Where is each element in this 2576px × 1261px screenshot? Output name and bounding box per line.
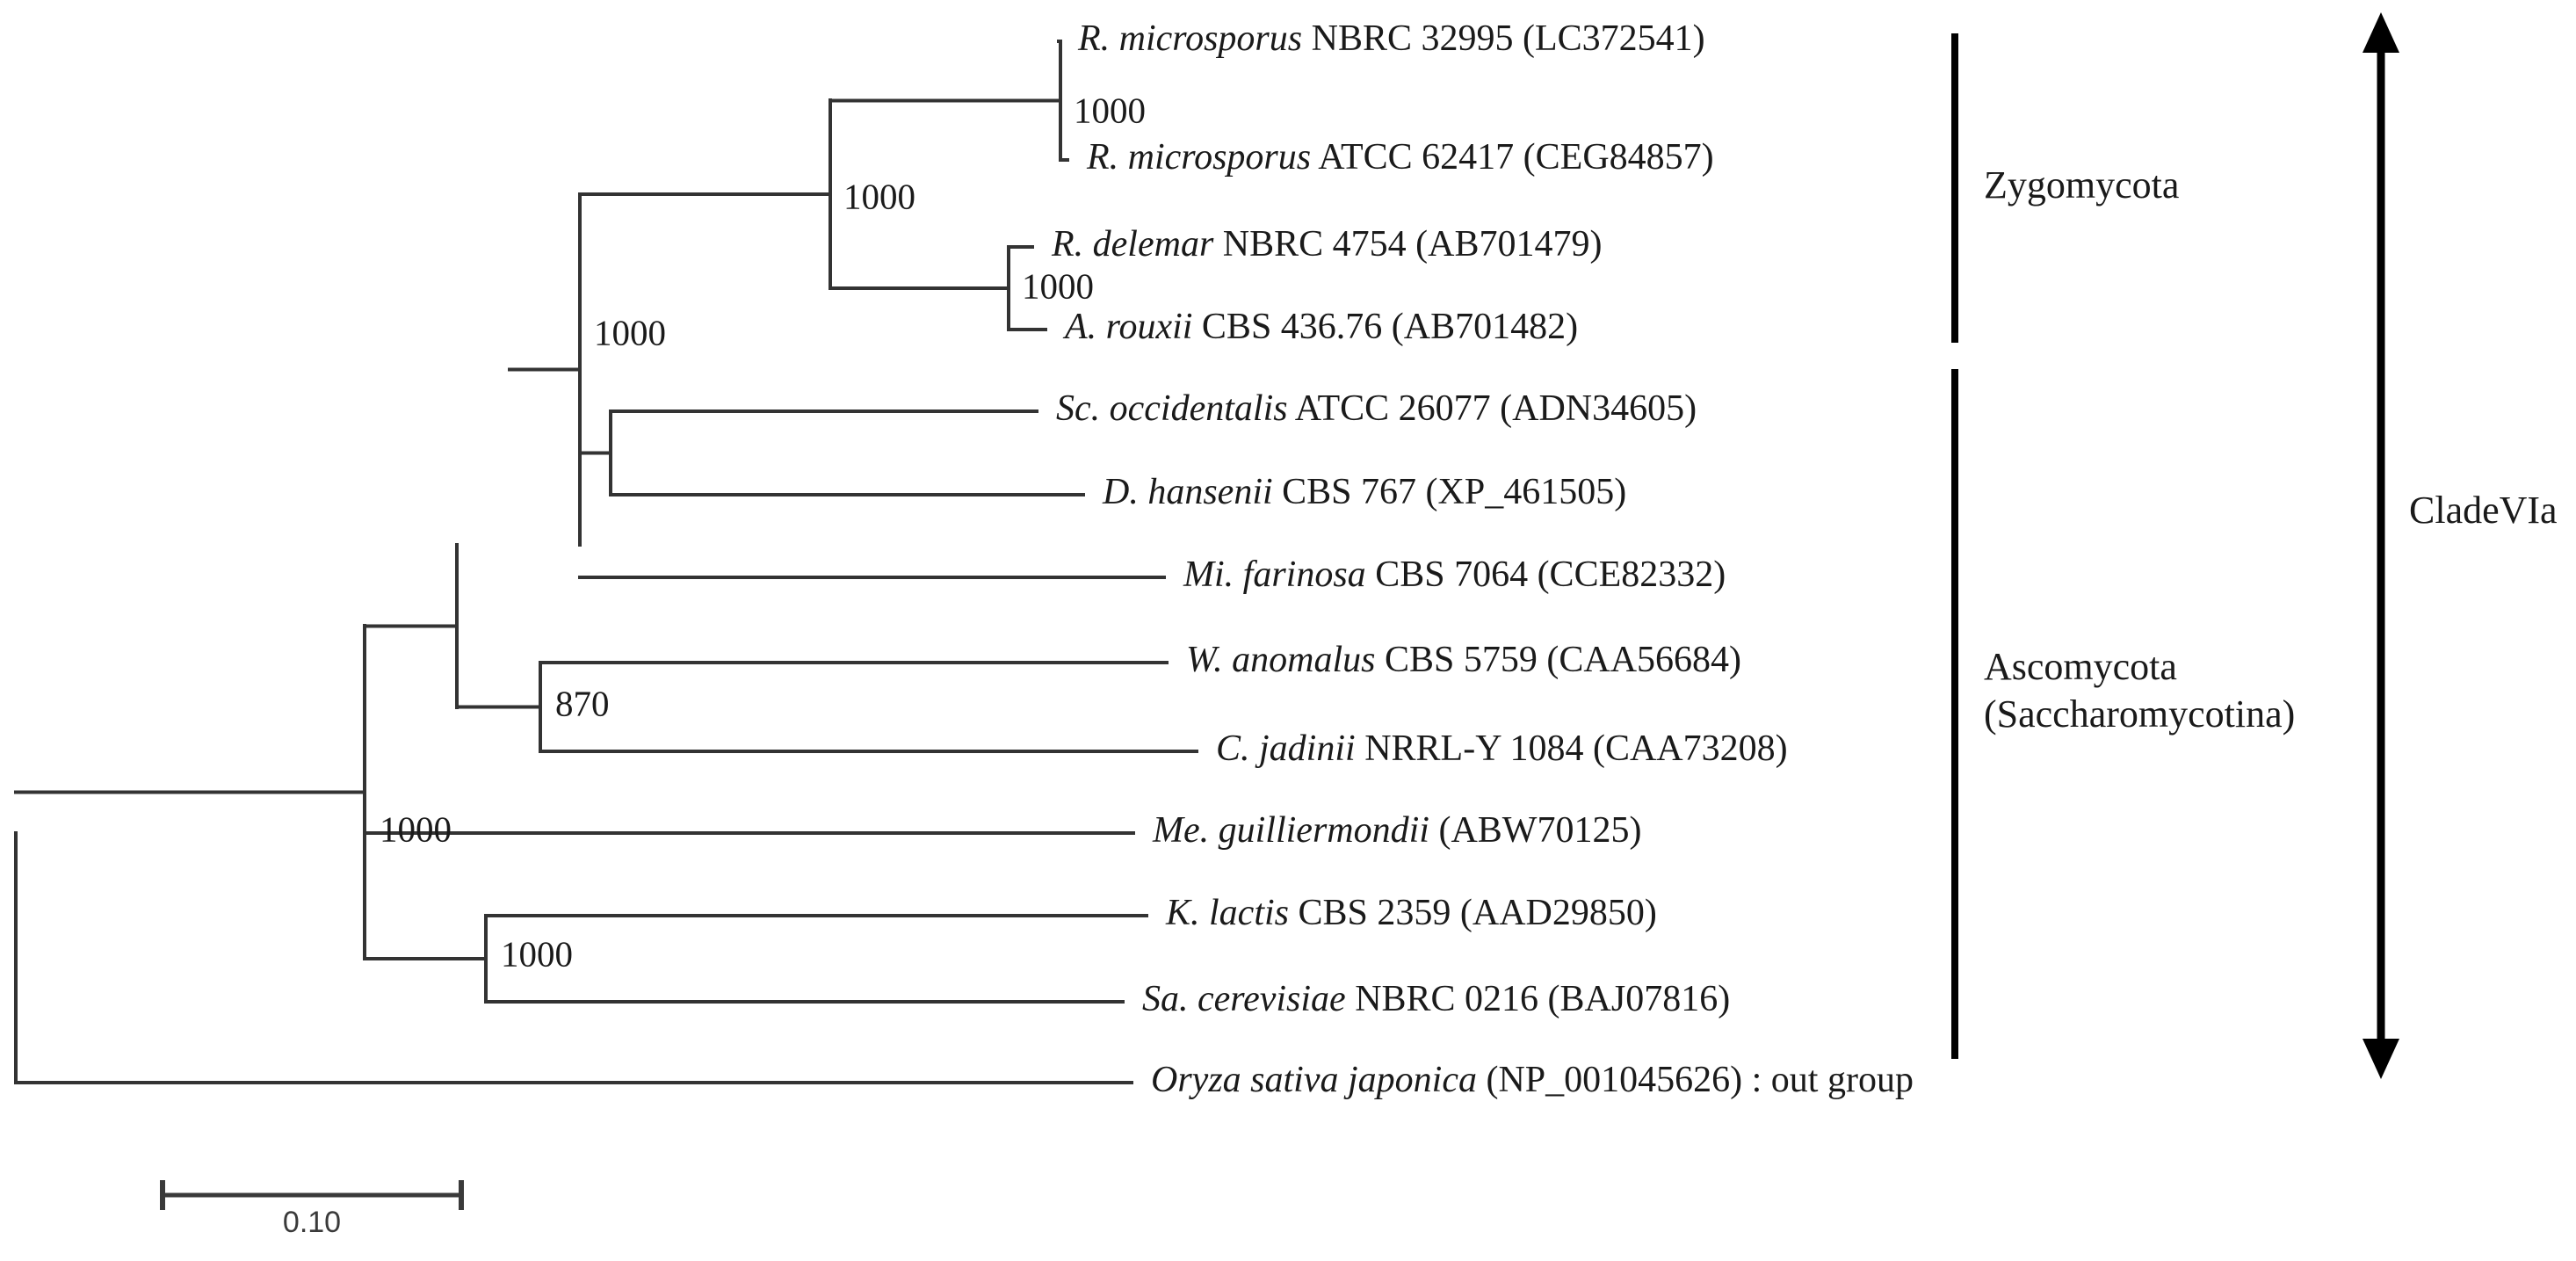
species-name: R. delemar — [1051, 224, 1214, 265]
taxon-label-millerozyma-farinosa-cbs7064: Mi. farinosa CBS 7064 (CCE82332) — [1183, 554, 1726, 595]
strain-accession: CBS 767 (XP_461505) — [1273, 472, 1627, 512]
strain-accession: ATCC 62417 (CEG84857) — [1311, 137, 1714, 178]
taxon-label-cyberlindnera-jadinii-nrrly1084: C. jadinii NRRL-Y 1084 (CAA73208) — [1216, 728, 1788, 769]
species-name: Oryza sativa japonica — [1151, 1060, 1477, 1100]
taxon-label-schwanniomyces-occidentalis-atcc26077: Sc. occidentalis ATCC 26077 (ADN34605) — [1056, 388, 1697, 429]
group-label-line: (Saccharomycotina) — [1984, 692, 2295, 736]
bootstrap-value-node-rmicrosporus: 1000 — [1074, 90, 1146, 130]
bootstrap-value-node-zygo-asco-root: 1000 — [594, 312, 666, 352]
clade-via-label: CladeVIa — [2409, 489, 2558, 532]
strain-accession: ATCC 26077 (ADN34605) — [1288, 388, 1697, 429]
taxon-label-amylomyces-rouxii-cbs436: A. rouxii CBS 436.76 (AB701482) — [1062, 307, 1578, 347]
strain-accession: NRRL-Y 1084 (CAA73208) — [1356, 728, 1788, 769]
scale-bar: 0.10 — [160, 1180, 464, 1239]
clade-arrow-head-down-icon — [2363, 1039, 2399, 1079]
species-name: Mi. farinosa — [1183, 554, 1366, 595]
bootstrap-value-node-zygomycota-core: 1000 — [843, 176, 915, 216]
strain-accession: CBS 2359 (AAD29850) — [1289, 893, 1657, 933]
species-name: Me. guilliermondii — [1152, 810, 1429, 851]
species-name: D. hansenii — [1102, 472, 1273, 512]
group-label-line: Zygomycota — [1984, 163, 2179, 207]
species-name: A. rouxii — [1062, 307, 1192, 347]
taxon-label-saccharomyces-cerevisiae-nbrc0216: Sa. cerevisiae NBRC 0216 (BAJ07816) — [1142, 979, 1730, 1019]
strain-accession: NBRC 0216 (BAJ07816) — [1346, 979, 1731, 1019]
clade-arrow-head-up-icon — [2363, 12, 2399, 53]
species-name: K. lactis — [1165, 893, 1289, 933]
tree-branches — [14, 40, 1198, 1084]
group-label-line: Ascomycota — [1984, 645, 2177, 688]
bracket-zygomycota-label: Zygomycota — [1984, 163, 2179, 207]
taxon-label-rhizopus-delemar-nbrc4754: R. delemar NBRC 4754 (AB701479) — [1051, 224, 1603, 265]
species-name: C. jadinii — [1216, 728, 1356, 769]
taxon-label-wickerhamomyces-anomalus-cbs5759: W. anomalus CBS 5759 (CAA56684) — [1186, 640, 1741, 680]
species-name: R. microsporus — [1077, 18, 1302, 59]
clade-arrow-annotation: CladeVIa — [2363, 12, 2558, 1079]
taxon-label-rhizopus-microsporus-nbrc32995: R. microsporus NBRC 32995 (LC372541) — [1077, 18, 1705, 59]
strain-accession: (NP_001045626) : out group — [1477, 1060, 1914, 1100]
taxon-label-rhizopus-microsporus-atcc62417: R. microsporus ATCC 62417 (CEG84857) — [1086, 137, 1714, 178]
bootstrap-value-node-rdelemar-arouxii: 1000 — [1022, 265, 1094, 306]
species-name: Sc. occidentalis — [1056, 388, 1288, 429]
strain-accession: CBS 5759 (CAA56684) — [1375, 640, 1741, 680]
bootstrap-values: 1000 1000 1000 1000 870 1000 1000 — [380, 90, 1146, 974]
taxon-label-debaryomyces-hansenii-cbs767: D. hansenii CBS 767 (XP_461505) — [1102, 472, 1626, 512]
species-name: R. microsporus — [1086, 137, 1311, 178]
strain-accession: (ABW70125) — [1429, 810, 1641, 851]
bracket-ascomycota-label: Ascomycota(Saccharomycotina) — [1984, 645, 2295, 736]
strain-accession: CBS 436.76 (AB701482) — [1192, 307, 1578, 347]
taxon-label-kluyveromyces-lactis-cbs2359: K. lactis CBS 2359 (AAD29850) — [1165, 893, 1657, 933]
taxon-labels: R. microsporus NBRC 32995 (LC372541)R. m… — [1051, 18, 1914, 1100]
bootstrap-value-node-klactis-scerevisiae: 1000 — [501, 933, 573, 974]
species-name: Sa. cerevisiae — [1142, 979, 1346, 1019]
strain-accession: CBS 7064 (CCE82332) — [1366, 554, 1726, 595]
bootstrap-value-node-870: 870 — [555, 683, 610, 723]
bootstrap-value-node-main-1000: 1000 — [380, 808, 452, 849]
scale-bar-label: 0.10 — [283, 1206, 341, 1239]
strain-accession: NBRC 4754 (AB701479) — [1213, 224, 1602, 265]
species-name: W. anomalus — [1186, 640, 1375, 680]
strain-accession: NBRC 32995 (LC372541) — [1302, 18, 1705, 59]
taxon-label-meyerozyma-guilliermondii: Me. guilliermondii (ABW70125) — [1152, 810, 1641, 851]
taxon-label-oryza-sativa-japonica: Oryza sativa japonica (NP_001045626) : o… — [1151, 1060, 1914, 1100]
